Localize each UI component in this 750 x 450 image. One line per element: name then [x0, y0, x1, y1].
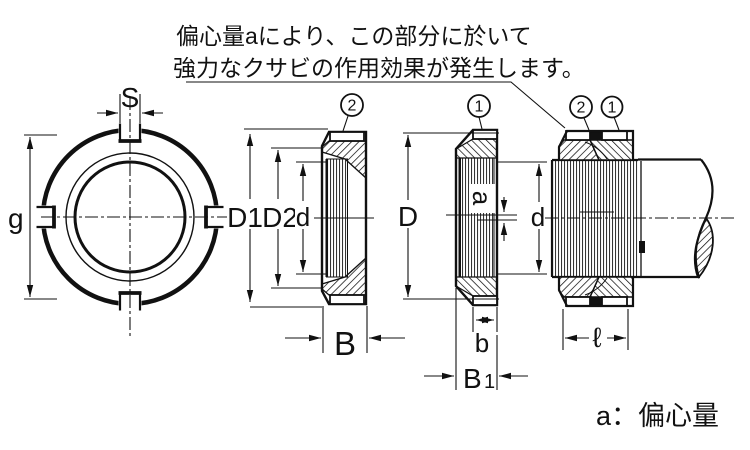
washer-internal-thread	[458, 157, 495, 278]
washer-section-view: a 1 D d b	[396, 94, 548, 394]
balloon-washer-assembly-circle	[600, 95, 624, 119]
dim-label-S: S	[121, 82, 140, 113]
assembly-view: 2 1 ℓ	[545, 95, 737, 353]
nut-slot-bottom	[329, 294, 365, 305]
front-view: S g	[8, 82, 227, 338]
balloon-nut-circle	[340, 93, 364, 117]
dim-label-ell: ℓ	[592, 322, 601, 353]
note-annotation: 偏心量aにより、この部分に於いて 強力なクサビの作用効果が発生します。	[173, 23, 585, 129]
assembly-top-section	[557, 129, 635, 161]
note-text-line1: 偏心量aにより、この部分に於いて	[176, 23, 532, 49]
dim-label-B: B	[334, 325, 356, 362]
washer-tab-bottom	[472, 295, 498, 306]
shaft-undercut	[639, 241, 645, 253]
balloon-washer-circle	[467, 94, 491, 118]
nut-hatch-bottom	[321, 256, 367, 296]
cam-interface-arc-top	[584, 141, 608, 160]
nut-outline	[320, 130, 368, 306]
washer-hatch-top	[455, 138, 498, 159]
dim-ell: ℓ	[562, 309, 629, 353]
dim-label-D: D	[398, 201, 418, 232]
shaft-break-lens	[695, 216, 714, 279]
balloon-washer: 1	[467, 94, 491, 130]
shaft	[638, 158, 714, 279]
washer-tab-top	[472, 129, 498, 140]
assembly-bottom-section	[557, 276, 635, 308]
dim-label-D2: D2	[262, 202, 298, 233]
dim-label-d-washer: d	[531, 202, 545, 232]
dim-S: S	[97, 82, 163, 123]
balloon-nut-assembly-number: 2	[577, 100, 586, 117]
dim-label-B1: B	[463, 363, 482, 394]
legend-text: a：偏心量	[596, 401, 719, 431]
balloon-washer-number: 1	[475, 99, 484, 116]
note-leader-line	[186, 81, 566, 129]
nut-hatch-top	[321, 140, 367, 180]
cam-interface-arc-bottom	[584, 277, 608, 296]
nut-slot-top	[329, 131, 365, 142]
dim-label-D1: D1	[227, 202, 263, 233]
dim-label-B1-sub: 1	[484, 371, 495, 393]
balloon-nut-assembly: 2	[569, 95, 593, 131]
dim-label-d-nut: d	[296, 202, 310, 232]
dim-label-g: g	[8, 203, 24, 234]
dim-B1: B 1	[424, 288, 528, 394]
dim-B: B	[285, 306, 405, 362]
dim-b: b	[472, 307, 498, 358]
note-text-line2: 強力なクサビの作用効果が発生します。	[173, 55, 585, 81]
dim-label-b: b	[475, 328, 489, 358]
dim-g: g	[8, 134, 57, 300]
balloon-nut-assembly-circle	[569, 95, 593, 119]
balloon-nut: 2	[340, 93, 364, 132]
dim-a-eccentricity: a	[467, 184, 508, 241]
dim-D: D	[396, 132, 499, 300]
balloon-washer-assembly-number: 1	[608, 100, 617, 117]
washer-hatch-bottom	[455, 276, 498, 297]
balloon-nut-number: 2	[348, 98, 357, 115]
nut-section-view: 2 D1 D2 d B	[227, 93, 405, 362]
dim-d-washer: d	[498, 161, 548, 275]
dim-label-a: a	[467, 191, 497, 206]
balloon-washer-assembly: 1	[600, 95, 624, 131]
